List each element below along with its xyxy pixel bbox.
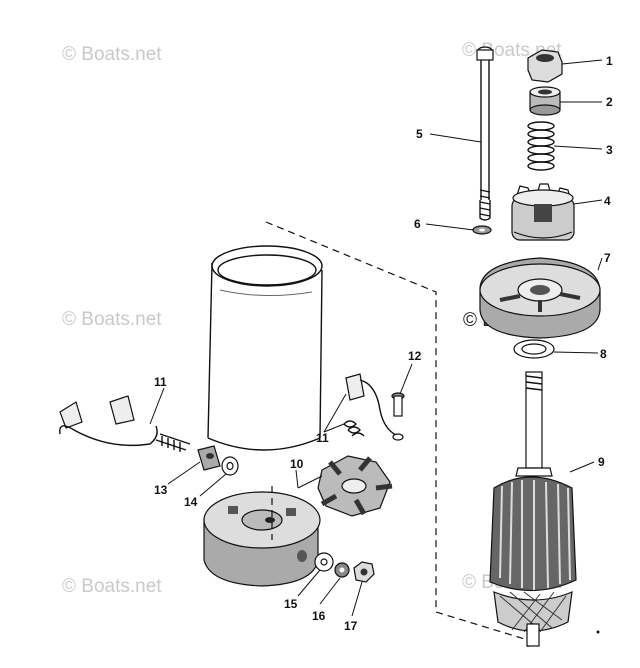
callout-label: 2 xyxy=(606,95,613,109)
thrust-washer xyxy=(513,339,555,359)
field-frame xyxy=(207,245,323,451)
leader-lines xyxy=(149,59,603,617)
callout-label: 10 xyxy=(290,457,304,471)
brush-set xyxy=(59,395,191,452)
callout-labels: 1 2 3 4 5 6 7 8 9 10 11 11 12 13 14 15 1… xyxy=(154,54,613,633)
callout-label: 6 xyxy=(414,217,421,231)
lock-washer xyxy=(221,456,239,476)
armature xyxy=(489,371,577,647)
callout-label: 16 xyxy=(312,609,326,623)
callout-label: 5 xyxy=(416,127,423,141)
watermark: © Boats.net xyxy=(62,44,162,65)
lock-washer-small xyxy=(334,562,350,578)
brush-plate xyxy=(317,455,393,517)
callout-label: 17 xyxy=(344,619,358,633)
drive-pinion xyxy=(511,183,575,241)
callout-label: 9 xyxy=(598,455,605,469)
callout-label: 3 xyxy=(606,143,613,157)
callout-label: 11 xyxy=(154,375,167,389)
callout-label: 14 xyxy=(184,495,198,509)
brush-assembly-right xyxy=(343,373,399,437)
scan-speck xyxy=(596,630,600,634)
collar xyxy=(529,86,561,116)
terminal-nut xyxy=(197,445,221,471)
callout-label: 12 xyxy=(408,349,422,363)
watermark: © Boats.net xyxy=(62,309,162,330)
callout-label: 13 xyxy=(154,483,168,497)
callout-label: 1 xyxy=(606,54,613,68)
screw xyxy=(391,392,405,441)
insulating-washer xyxy=(314,552,334,572)
washer xyxy=(472,225,492,235)
callout-label: 15 xyxy=(284,597,298,611)
spring xyxy=(527,121,555,171)
drive-end-cap xyxy=(479,257,601,339)
nut xyxy=(527,49,563,83)
callout-label: 8 xyxy=(600,347,607,361)
callout-label: 4 xyxy=(604,194,611,208)
watermark: © Boats.net xyxy=(62,576,162,597)
callout-label: 7 xyxy=(604,251,611,265)
through-bolt xyxy=(476,46,494,221)
callout-label: 11 xyxy=(316,431,329,445)
commutator-end-cap xyxy=(203,486,321,587)
hex-nut xyxy=(353,561,375,583)
